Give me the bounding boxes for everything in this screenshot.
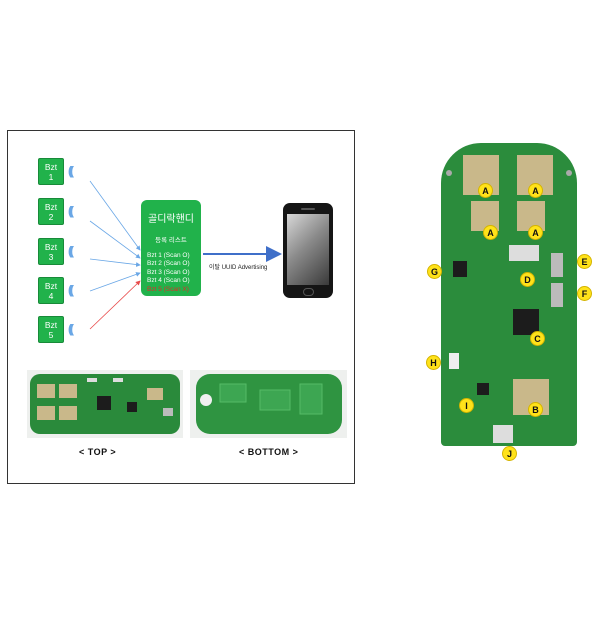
beacon-5: Bzt 5: [38, 316, 64, 343]
pcb-board: [441, 143, 577, 446]
arrow-beacon-3: [89, 258, 141, 267]
beacon-label: Bzt: [44, 280, 58, 291]
phone-speaker: [301, 208, 315, 210]
hub-list-item: Bzt 1 (Scan O): [147, 252, 190, 259]
marker-h: H: [426, 355, 441, 370]
marker-a-4: A: [528, 225, 543, 240]
hub-list-item: Bzt 4 (Scan O): [147, 277, 190, 285]
marker-a-1: A: [478, 183, 493, 198]
marker-g: G: [427, 264, 442, 279]
marker-a-3: A: [483, 225, 498, 240]
hub-list-item: Bzt 3 (Scan O): [147, 268, 190, 276]
marker-i: I: [459, 398, 474, 413]
arrow-beacon-2: [89, 220, 141, 259]
beacon-label: Bzt: [44, 201, 58, 212]
phone-home-button: [303, 288, 314, 296]
pcb-board-components: [446, 155, 572, 443]
pcb-top-photo: [27, 370, 183, 438]
caption-top: < TOP >: [79, 447, 117, 457]
hub-list-item: Bzt 2 (Scan O): [147, 260, 190, 268]
beacon-1: Bzt 1: [38, 158, 64, 185]
pcb-bottom-image: [196, 374, 342, 434]
beacon-label: Bzt: [44, 241, 58, 252]
beacon-number: 2: [48, 211, 54, 222]
pcb-top-image: [30, 374, 180, 434]
beacon-3: Bzt 3: [38, 238, 64, 265]
smartphone: [283, 203, 333, 298]
pcb-bottom-photo: [190, 370, 347, 438]
caption-bottom: < BOTTOM >: [239, 447, 299, 457]
beacon-number: 3: [48, 251, 54, 262]
beacon-number: 5: [48, 329, 54, 340]
beacon-label: Bzt: [44, 161, 58, 172]
marker-b: B: [528, 402, 543, 417]
arrow-beacon-1: [89, 180, 141, 251]
phone-screen: [287, 214, 329, 285]
beacon-2: Bzt 2: [38, 198, 64, 225]
arrow-beacon-4: [89, 272, 141, 292]
hub-list-item-failed: Bzt 5 (Scan X): [147, 285, 189, 293]
marker-d: D: [520, 272, 535, 287]
marker-c: C: [530, 331, 545, 346]
beacon-4: Bzt 4: [38, 277, 64, 304]
marker-e: E: [577, 254, 592, 269]
beacon-label: Bzt: [44, 319, 58, 330]
marker-j: J: [502, 446, 517, 461]
hub-title: 골디락핸디: [148, 214, 194, 225]
hub-device: 골디락핸디 등록 리스트 Bzt 1 (Scan O) Bzt 2 (Scan …: [141, 200, 201, 296]
marker-a-2: A: [528, 183, 543, 198]
beacon-number: 4: [48, 290, 54, 301]
arrow-beacon-5: [89, 280, 141, 330]
beacon-number: 1: [48, 171, 54, 182]
hub-subtitle: 등록 리스트: [155, 237, 187, 244]
arrow-label: 이탈 UUID Advertising: [209, 265, 268, 271]
marker-f: F: [577, 286, 592, 301]
